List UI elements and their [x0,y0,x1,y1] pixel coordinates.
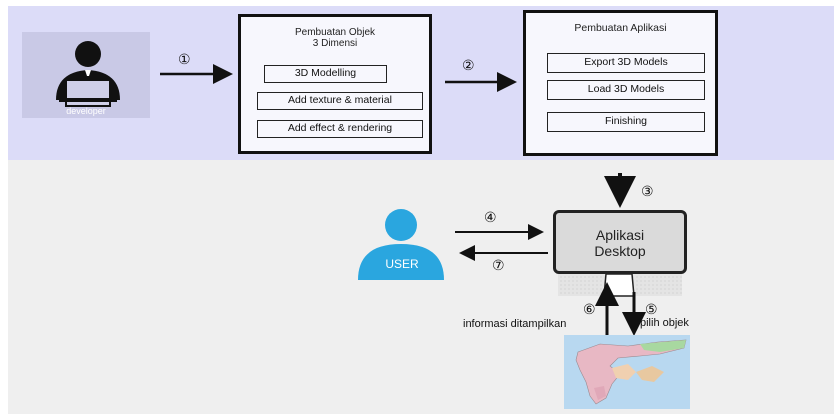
step-export-3d-models: Export 3D Models [547,53,705,73]
step-number-3: ③ [641,183,654,199]
aplikasi-desktop-line-1: Aplikasi [595,227,645,243]
step-number-4: ④ [484,209,497,225]
label-pilih-objek: pilih objek [640,317,689,329]
user-section-background [8,160,834,414]
aplikasi-desktop-line-2: Desktop [594,243,646,259]
island-map-icon [564,335,690,409]
step-number-2: ② [462,57,475,73]
box-pembuatan-aplikasi-title: Pembuatan Aplikasi [574,22,667,34]
developer-label: developer [66,106,106,116]
step-add-effect-rendering: Add effect & rendering [257,120,423,138]
step-3d-modelling: 3D Modelling [264,65,387,83]
step-finishing: Finishing [547,112,705,132]
aplikasi-desktop-label: Aplikasi Desktop [556,227,684,259]
step-number-6: ⑥ [583,301,596,317]
step-number-5: ⑤ [645,301,658,317]
step-add-texture-material: Add texture & material [257,92,423,110]
aplikasi-desktop-node: Aplikasi Desktop [553,210,687,274]
box-pembuatan-objek-title-2: 3 Dimensi [312,38,358,49]
step-number-1: ① [178,51,191,67]
box-pembuatan-objek-title-1: Pembuatan Objek [294,27,376,38]
box-pembuatan-aplikasi: Pembuatan Aplikasi Export 3D Models Load… [523,10,718,156]
label-informasi-ditampilkan: informasi ditampilkan [463,318,567,330]
box-pembuatan-objek: Pembuatan Objek 3 Dimensi 3D Modelling A… [238,14,432,154]
step-number-7: ⑦ [492,257,505,273]
user-icon [358,209,444,280]
user-label: USER [385,257,419,271]
step-load-3d-models: Load 3D Models [547,80,705,100]
